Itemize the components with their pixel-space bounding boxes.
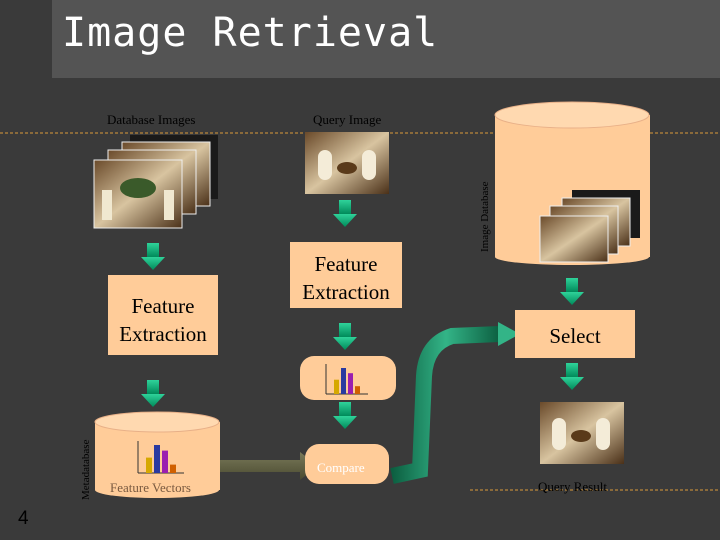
arrow-down-left-1 <box>141 243 165 270</box>
query-result-image <box>540 402 624 464</box>
page-title: Image Retrieval <box>62 10 439 56</box>
arrow-down-right-2 <box>560 363 584 390</box>
feature-extraction-right-box <box>290 242 402 308</box>
histogram-bar <box>162 450 168 473</box>
database-images-stack <box>93 135 218 229</box>
image-database-label: Image Database <box>479 181 491 252</box>
arrow-down-mid-3 <box>333 402 357 429</box>
metadatabase-label: Metadatabase <box>80 439 92 500</box>
arrow-down-right-1 <box>560 278 584 305</box>
compare-box <box>305 444 389 484</box>
curved-arrow-head <box>498 322 520 346</box>
arrow-down-left-2 <box>141 380 165 407</box>
query-result-label: Query Result <box>538 479 607 494</box>
image-database-cylinder <box>494 101 650 265</box>
feature-vectors-label: Feature Vectors <box>110 480 191 495</box>
arrow-down-mid-2 <box>333 323 357 350</box>
compare-connector-arrow <box>220 452 318 480</box>
query-histogram <box>325 364 368 395</box>
histogram-bar <box>355 386 360 394</box>
compare-label: Compare <box>317 460 365 475</box>
select-label: Select <box>549 324 601 348</box>
database-images-label: Database Images <box>107 112 196 127</box>
arrow-down-mid-1 <box>333 200 357 227</box>
query-image-label: Query Image <box>313 112 382 127</box>
curved-arrow <box>390 326 501 484</box>
histogram-bar <box>334 379 339 394</box>
feature-extraction-left-box <box>108 275 218 355</box>
feature-extraction-left-label: Feature Extraction <box>119 294 207 346</box>
page-number: 4 <box>18 508 29 529</box>
title-band <box>52 0 720 78</box>
histogram-bar <box>348 373 353 394</box>
histogram-bar <box>341 368 346 394</box>
feature-extraction-right-label: Feature Extraction <box>302 252 390 304</box>
select-box <box>515 310 635 358</box>
histogram-bar <box>170 464 176 473</box>
query-image <box>305 132 389 194</box>
histogram-bar <box>146 457 152 473</box>
histogram-bar <box>154 445 160 473</box>
db-histogram <box>137 441 184 474</box>
